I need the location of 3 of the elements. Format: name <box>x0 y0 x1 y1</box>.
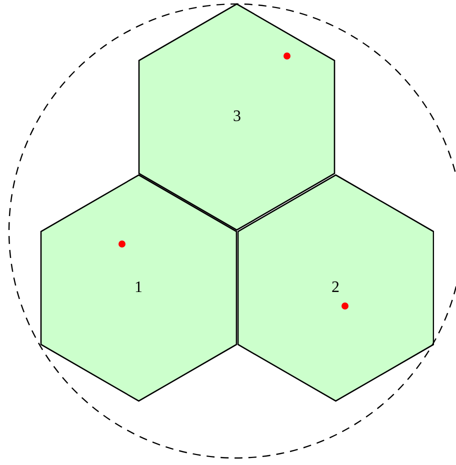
hexagon-number: 1 <box>134 280 142 296</box>
hexagon-number: 3 <box>233 109 241 125</box>
hexagon-number: 2 <box>332 280 340 296</box>
